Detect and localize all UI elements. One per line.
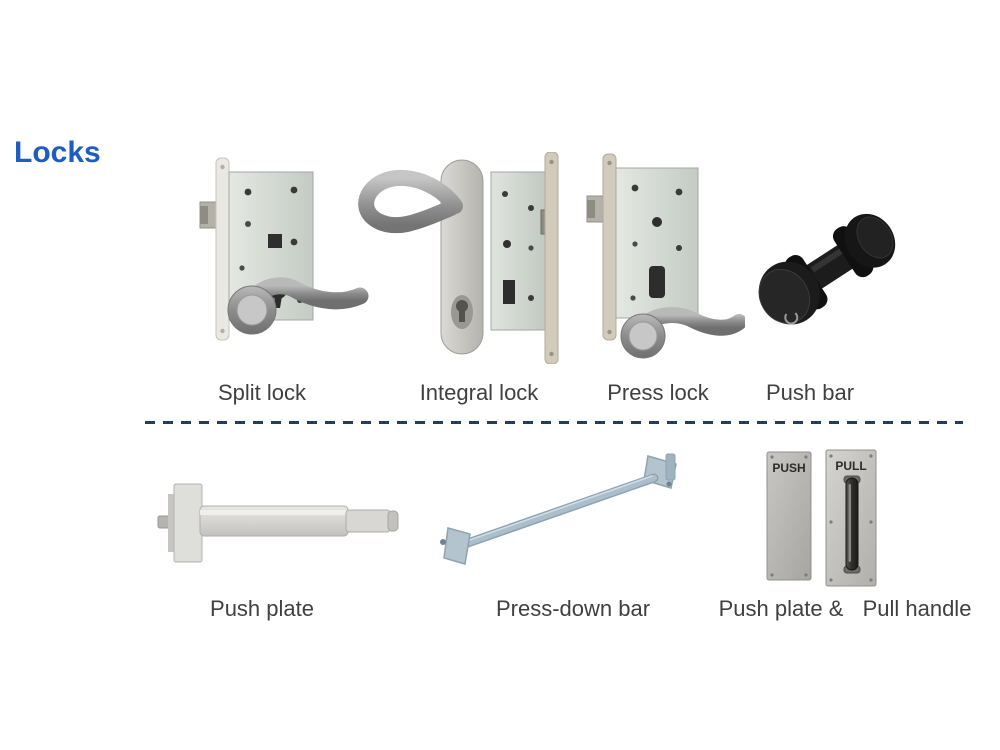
press-down-bar-figure bbox=[432, 442, 692, 577]
push-pull-plates-image: PUSH PULL bbox=[766, 449, 877, 587]
split-lock-figure bbox=[190, 150, 380, 355]
press-lock-label: Press lock bbox=[607, 380, 709, 405]
press-lock-image bbox=[586, 153, 747, 359]
push-plate-amp-label: Push plate & bbox=[718, 596, 844, 621]
push-pull-plates-figure: PUSH PULL bbox=[757, 442, 887, 597]
push-plate-text: PUSH bbox=[772, 461, 805, 475]
integral-lock-figure bbox=[345, 151, 560, 369]
pull-handle-label: Pull handle bbox=[862, 596, 972, 621]
push-plate-label: Push plate bbox=[210, 596, 314, 621]
integral-lock-label: Integral lock bbox=[419, 380, 539, 405]
press-lock-figure bbox=[573, 148, 747, 370]
split-lock-image bbox=[199, 157, 369, 341]
page-title: Locks bbox=[14, 136, 101, 169]
push-bar-label: Push bar bbox=[765, 380, 855, 405]
push-plate-bar-image bbox=[157, 483, 399, 563]
push-bar-image bbox=[758, 213, 896, 325]
press-down-bar-image bbox=[440, 453, 677, 565]
push-bar-figure bbox=[748, 188, 908, 353]
push-plate-figure bbox=[152, 472, 402, 577]
dashed-divider bbox=[145, 421, 963, 424]
press-down-bar-label: Press-down bar bbox=[495, 596, 651, 621]
pull-plate-text: PULL bbox=[835, 459, 866, 473]
integral-lock-image bbox=[358, 151, 559, 365]
split-lock-label: Split lock bbox=[217, 380, 307, 405]
